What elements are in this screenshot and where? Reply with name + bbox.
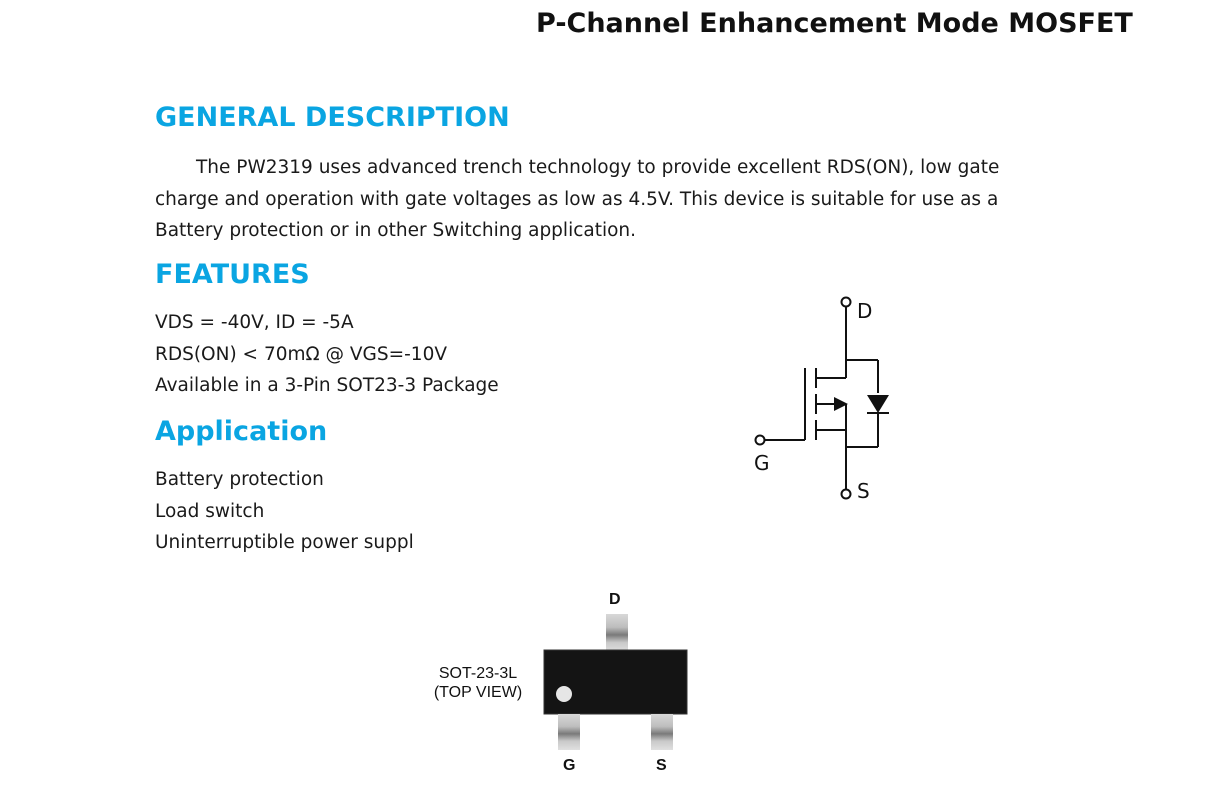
feature-item: VDS = -40V, ID = -5A <box>155 312 354 333</box>
package-body <box>543 649 688 715</box>
feature-item: Available in a 3-Pin SOT23-3 Package <box>155 375 499 396</box>
gate-terminal <box>754 434 766 446</box>
pin-d-label: D <box>609 591 621 608</box>
mosfet-symbol-diagram: D G S <box>754 296 889 503</box>
source-label: S <box>857 479 870 503</box>
body-diode-icon <box>867 395 889 413</box>
sot23-package-drawing <box>543 614 688 750</box>
application-item: Battery protection <box>155 469 324 490</box>
drain-terminal <box>840 296 852 308</box>
package-label-line1: SOT-23-3L <box>438 665 518 682</box>
features-list: VDS = -40V, ID = -5A RDS(ON) < 70mΩ @ VG… <box>155 307 499 402</box>
package-label: SOT-23-3L (TOP VIEW) <box>422 664 534 702</box>
pin1-marker-icon <box>556 686 572 702</box>
source-terminal <box>840 488 852 500</box>
page-title: P-Channel Enhancement Mode MOSFET <box>536 8 1133 39</box>
package-label-line2: (TOP VIEW) <box>433 684 523 701</box>
pin-s <box>651 714 673 750</box>
pin-d <box>606 614 628 652</box>
general-description-heading: GENERAL DESCRIPTION <box>155 102 510 133</box>
application-item: Uninterruptible power suppl <box>155 532 414 553</box>
pin-s-label: S <box>656 757 667 774</box>
application-heading: Application <box>155 416 328 447</box>
features-heading: FEATURES <box>155 259 310 290</box>
pin-g <box>558 714 580 750</box>
feature-item: RDS(ON) < 70mΩ @ VGS=-10V <box>155 343 448 365</box>
body-arrow-icon <box>834 397 848 411</box>
pin-g-label: G <box>563 757 576 774</box>
application-list: Battery protection Load switch Uninterru… <box>155 464 414 559</box>
application-item: Load switch <box>155 500 265 522</box>
general-description-text: The PW2319 uses advanced trench technolo… <box>155 157 1000 241</box>
drain-label: D <box>857 299 872 323</box>
gate-label: G <box>754 451 770 475</box>
